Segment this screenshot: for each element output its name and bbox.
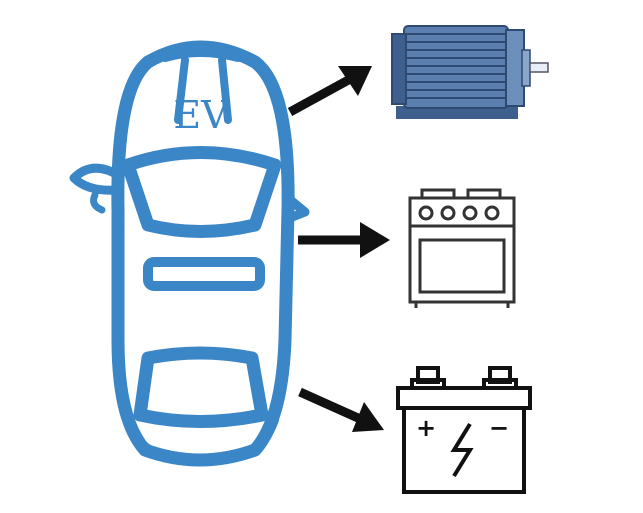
car-rear-corner-left (124, 416, 162, 456)
car-hood-lines (161, 49, 242, 62)
arrow-to-stove (298, 222, 390, 258)
arrow-to-motor (287, 66, 372, 116)
car-mirror-right (283, 193, 310, 223)
car-charge-cable (90, 191, 106, 214)
car-roof-slot (143, 257, 265, 291)
arrow-to-battery (298, 387, 384, 432)
lightning-bolt-icon (450, 422, 474, 478)
car-label: EV (173, 93, 229, 137)
car-rear-window (133, 346, 269, 428)
car-hood-center (174, 56, 232, 124)
electric-motor-icon (391, 25, 549, 119)
car-rear-corner-right (241, 416, 279, 456)
car-mirror-left (69, 163, 123, 195)
battery-negative-sign: − (489, 414, 509, 442)
electric-car-icon (69, 40, 310, 467)
car-windshield (121, 146, 282, 238)
car-battery-icon (396, 366, 532, 494)
battery-positive-sign: + (416, 414, 436, 442)
stove-oven-icon (408, 188, 516, 308)
